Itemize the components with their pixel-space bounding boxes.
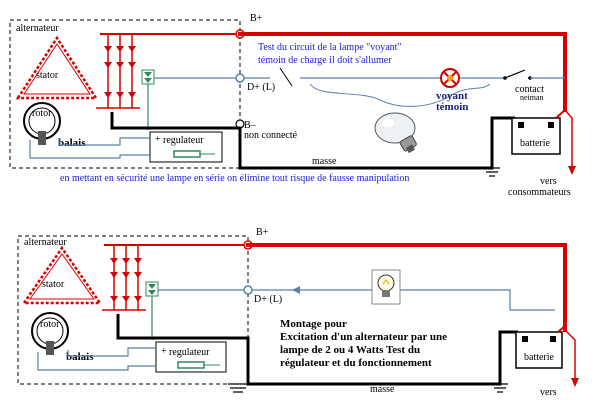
top-contact-label: contact [515,84,544,95]
bottom-positive-wire [246,243,567,332]
top-callout-wave [309,83,491,107]
top-positive-wire [238,32,567,112]
top-masse-label: masse [312,156,337,167]
bottom-regulator-plus: + [161,346,167,357]
bottom-regulator: + regulateur [155,341,227,373]
top-voyant-label: voyant [436,90,468,102]
bottom-montage-line3: lampe de 2 ou 4 Watts Test du [280,344,420,356]
bottom-b-plus-label: B+ [256,227,269,238]
bottom-montage-line2: Excitation d'un alternateur par une [280,331,447,343]
bottom-d-plus-label: D+ (L) [254,294,282,305]
top-consumers-wire [564,109,573,168]
top-b-minus-label: B– [244,120,257,131]
bottom-battery: batterie [515,325,566,369]
top-stator: stator [15,35,99,100]
top-vers-label: vers [540,176,557,187]
top-d-plus-label: D+ (L) [247,82,275,93]
bottom-consumers-wire [564,329,576,380]
top-rotor: rotor [23,102,61,145]
top-balais-label: balais [58,137,86,149]
top-voyant-lamp [440,68,460,88]
bottom-rotor: rotor [31,312,69,355]
bottom-stator-label: stator [42,279,65,290]
top-alternator-box [9,19,241,169]
bottom-regulator-label: regulateur [169,347,210,358]
bottom-diagram: alternateur stator B+ [17,227,579,398]
top-light-bulb-icon [374,112,417,154]
top-d-plus-terminal [235,73,245,83]
top-consumers-label: consommateurs [508,187,571,198]
top-b-plus-label: B+ [250,13,263,24]
top-diagram: alternateur stator [9,13,576,198]
top-regulator: + regulateur [149,131,223,163]
top-not-connected-label: non connecté [244,130,298,141]
bottom-rotor-label: rotor [40,319,60,330]
top-regulator-label: regulateur [163,135,204,146]
top-diode-bridge [96,33,240,109]
top-contact-switch [504,69,526,79]
bottom-alternator-box [17,235,249,385]
bottom-montage-line4: régulateur et du fonctionnement [280,357,432,369]
bottom-montage-line1: Montage pour [280,318,347,330]
bottom-stator: stator [21,245,103,305]
bottom-battery-label: batterie [524,352,555,363]
top-battery: batterie [511,109,566,155]
bottom-vers-label: vers [540,387,557,398]
top-battery-label: batterie [520,138,551,149]
bottom-masse-label: masse [370,384,395,395]
top-test-line2: témoin de charge il doit s'allumer [258,55,392,66]
bottom-diode-bridge [102,244,248,311]
top-ground-wire [110,112,515,170]
bottom-d-plus-terminal [243,285,253,295]
top-test-line1: Test du circuit de la lampe "voyant" [258,42,402,53]
top-regulator-plus: + [155,134,161,145]
bottom-bulb-icon [371,269,401,305]
top-caption: en mettant en sécurité une lampe en séri… [60,173,409,184]
bottom-alternator-label: alternateur [24,237,67,248]
top-neiman-label: neiman [520,93,544,102]
top-stator-label: stator [36,70,59,81]
top-rotor-label: rotor [32,108,52,119]
top-temoin-label: témoin [436,101,468,113]
bottom-balais-label: balais [66,351,94,363]
top-alternator-label: alternateur [16,23,59,34]
